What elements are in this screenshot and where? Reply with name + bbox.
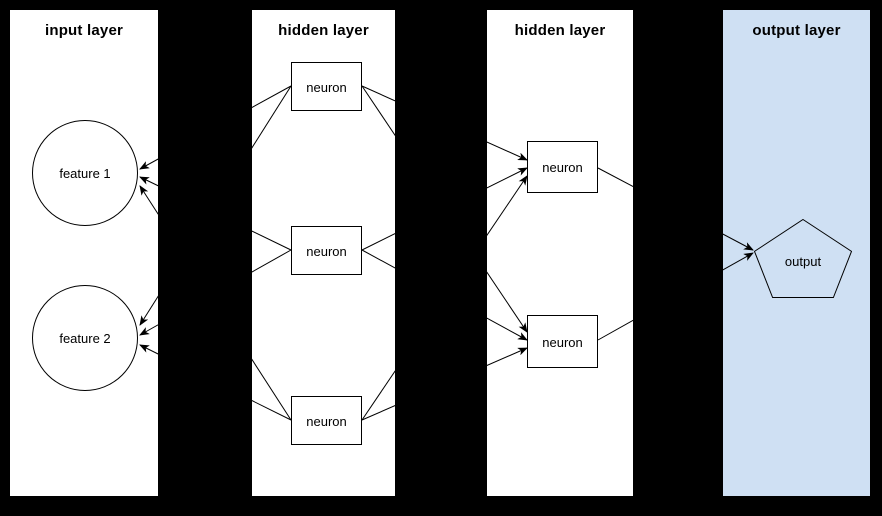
- node-label-hidden2-neuron-2: neuron: [542, 334, 583, 350]
- node-label-hidden1-neuron-3: neuron: [306, 413, 347, 429]
- layer-title-input: input layer: [44, 22, 124, 39]
- layer-panel-hidden-2[interactable]: hidden layer: [487, 10, 633, 496]
- panel-gap-hidden2-output: [0, 0, 10, 516]
- node-label-feature-1: feature 1: [59, 166, 111, 181]
- node-label-hidden1-neuron-2: neuron: [306, 243, 347, 259]
- node-hidden1-neuron-2[interactable]: neuron: [291, 226, 362, 275]
- node-hidden1-neuron-3[interactable]: neuron: [291, 396, 362, 445]
- layer-title-output: output layer: [752, 22, 841, 39]
- layer-panel-hidden-1[interactable]: hidden layer: [252, 10, 395, 496]
- panel-gap-left-margin: [158, 0, 252, 516]
- layer-title-hidden-2: hidden layer: [514, 22, 606, 39]
- node-hidden2-neuron-2[interactable]: neuron: [527, 315, 598, 368]
- node-feature-2[interactable]: feature 2: [32, 285, 138, 391]
- node-output[interactable]: output: [754, 219, 852, 298]
- panel-gap-hidden1-hidden2: [633, 0, 723, 516]
- node-label-hidden2-neuron-1: neuron: [542, 160, 583, 175]
- layer-title-hidden-1: hidden layer: [278, 22, 369, 39]
- node-label-output: output: [784, 254, 822, 269]
- panel-gap-input-hidden1: [395, 0, 487, 516]
- node-hidden1-neuron-1[interactable]: neuron: [291, 62, 362, 111]
- node-feature-1[interactable]: feature 1: [32, 120, 138, 226]
- node-hidden2-neuron-1[interactable]: neuron: [527, 141, 598, 193]
- layer-panel-input[interactable]: input layer: [10, 10, 158, 496]
- node-label-hidden1-neuron-1: neuron: [306, 79, 347, 95]
- pentagon-shape: [754, 219, 852, 298]
- node-label-feature-2: feature 2: [59, 331, 111, 346]
- panel-gap-right-margin: [870, 0, 882, 516]
